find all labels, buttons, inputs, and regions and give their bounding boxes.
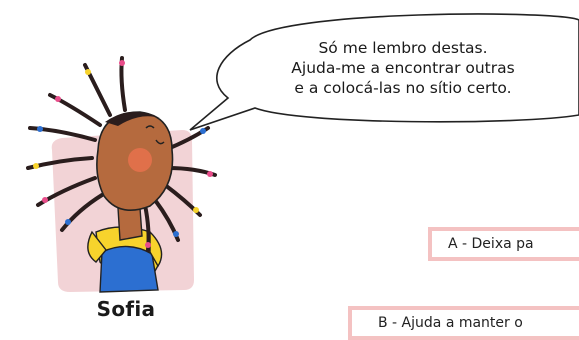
answer-card-a-label: A - Deixa pa xyxy=(448,236,534,252)
braid-beads xyxy=(33,60,213,248)
character-name: Sofia xyxy=(96,297,156,321)
speech-line-2: Ajuda-me a encontrar outras xyxy=(291,59,515,77)
overalls xyxy=(99,245,159,293)
answer-card-b-label: B - Ajuda a manter o xyxy=(378,315,523,331)
answer-card-a[interactable]: A - Deixa pa xyxy=(428,227,579,261)
speech-line-3: e a colocá-las no sítio certo. xyxy=(294,79,512,97)
cheek xyxy=(128,148,152,172)
speech-line-1: Só me lembro destas. xyxy=(318,39,488,57)
answer-card-b[interactable]: B - Ajuda a manter o xyxy=(348,306,579,340)
eye xyxy=(145,125,155,129)
speech-bubble-text: Só me lembro destas. Ajuda-me a encontra… xyxy=(228,38,578,98)
speech-bubble xyxy=(189,13,579,131)
mouth xyxy=(155,139,165,145)
illustration-scene xyxy=(26,13,579,293)
character-illustration xyxy=(26,56,217,293)
